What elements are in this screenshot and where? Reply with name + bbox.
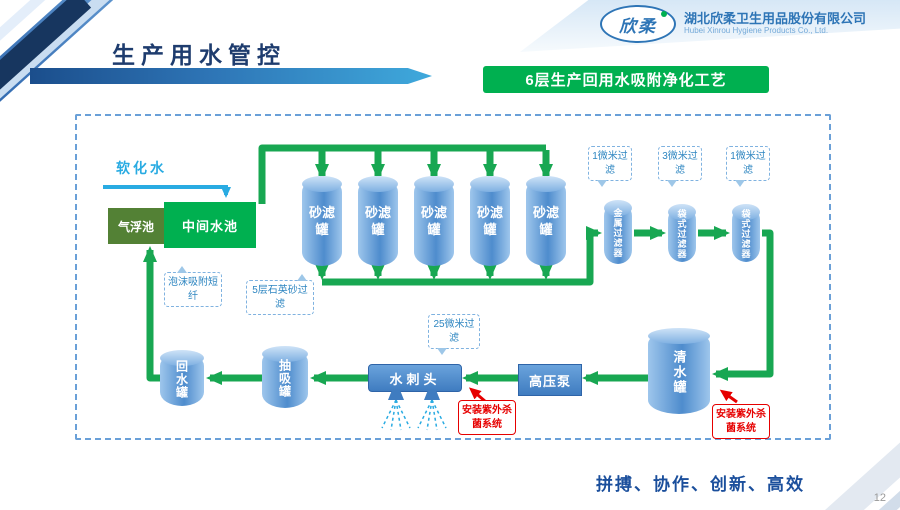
sand-filter-tank-label: 砂滤罐 — [476, 205, 503, 237]
company-name-cn: 湖北欣柔卫生用品股份有限公司 — [684, 11, 867, 26]
sand-filter-tank: 砂滤罐 — [414, 176, 454, 266]
spray-nozzle — [388, 390, 404, 400]
slogan: 拼搏、协作、创新、高效 — [596, 475, 805, 494]
bag-filter: 袋式过滤器 — [668, 204, 696, 262]
metal-filter-label: 金属过滤器 — [612, 208, 623, 258]
bag-filter-label: 袋式过滤器 — [676, 209, 687, 259]
callout-foam-adsorption: 泡沫吸附短纤 — [164, 266, 222, 307]
diagram-border — [75, 114, 831, 440]
intermediate-water-tank-label: 中间水池 — [181, 218, 238, 234]
callout-micron-filter: 1微米过滤 — [726, 146, 770, 187]
clean-water-tank: 清水罐 — [648, 328, 710, 414]
company-logo: 欣柔 — [600, 5, 676, 43]
suction-tank-label: 抽吸罐 — [277, 358, 292, 398]
sand-filter-tank-label: 砂滤罐 — [308, 205, 335, 237]
suction-tank: 抽吸罐 — [262, 346, 308, 408]
callout-uv-sterilization: 安装紫外杀菌系统 — [458, 400, 516, 435]
sand-filter-tank-label: 砂滤罐 — [532, 205, 559, 237]
intermediate-water-tank: 中间水池 — [164, 202, 256, 248]
bag-filter: 袋式过滤器 — [732, 204, 760, 262]
return-water-tank-label: 回水罐 — [174, 359, 189, 399]
high-pressure-pump: 高压泵 — [518, 364, 582, 396]
sand-filter-tank: 砂滤罐 — [470, 176, 510, 266]
spunlace-head: 水刺头 — [368, 364, 462, 392]
callout-uv-sterilization: 安装紫外杀菌系统 — [712, 404, 770, 439]
sand-filter-tank-label: 砂滤罐 — [420, 205, 447, 237]
sand-filter-tank: 砂滤罐 — [526, 176, 566, 266]
metal-filter: 金属过滤器 — [604, 200, 632, 264]
company-name-en: Hubei Xinrou Hygiene Products Co., Ltd. — [684, 26, 829, 35]
callout-micron-filter: 1微米过滤 — [588, 146, 632, 187]
logo-text: 欣柔 — [619, 16, 657, 36]
spunlace-head-label: 水刺头 — [389, 371, 441, 387]
callout-micron-filter: 3微米过滤 — [658, 146, 702, 187]
clean-water-tank-label: 清水罐 — [671, 349, 687, 395]
high-pressure-pump-label: 高压泵 — [528, 373, 571, 389]
spray-nozzle — [424, 390, 440, 400]
callout-quartz-sand: 5层石英砂过滤 — [246, 274, 314, 315]
page-number: 12 — [873, 492, 886, 504]
sand-filter-tank-label: 砂滤罐 — [364, 205, 391, 237]
air-flotation-tank-label: 气浮池 — [117, 219, 154, 234]
bag-filter-label: 袋式过滤器 — [740, 209, 751, 259]
air-flotation-tank: 气浮池 — [108, 208, 164, 244]
title-arrow-shape — [30, 68, 432, 84]
sand-filter-tank: 砂滤罐 — [358, 176, 398, 266]
diagram-subtitle: 6层生产回用水吸附净化工艺 — [483, 66, 769, 93]
callout-25micron-filter: 25微米过滤 — [428, 314, 480, 355]
page-title: 生产用水管控 — [112, 42, 286, 68]
return-water-tank: 回水罐 — [160, 350, 204, 406]
softened-water-label: 软化水 — [116, 160, 167, 176]
sand-filter-tank: 砂滤罐 — [302, 176, 342, 266]
